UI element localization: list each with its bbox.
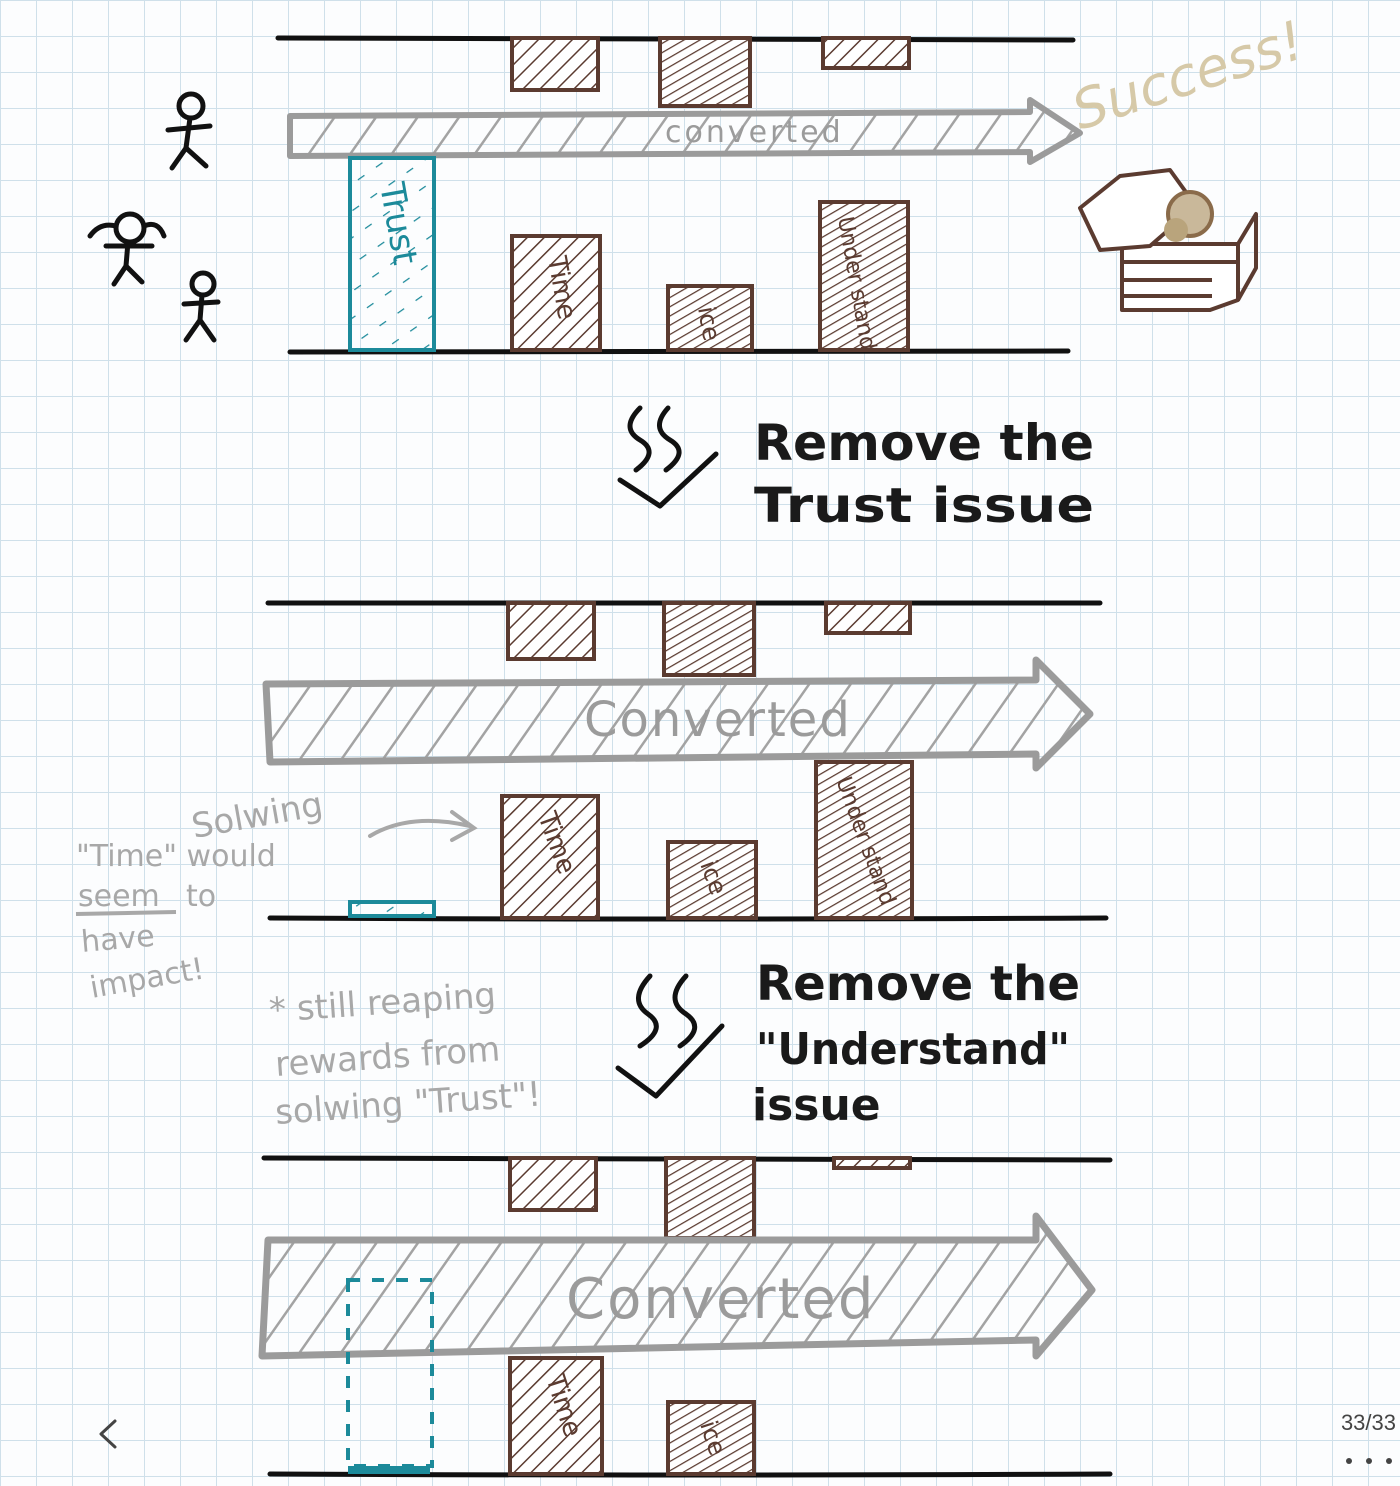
note-underline (75, 910, 177, 916)
stick-figure-icon (87, 211, 167, 287)
step-1-line-1: Remove the (754, 414, 1094, 472)
note-line-3-underlined: seem (78, 879, 160, 914)
more-horizontal-icon (1386, 1458, 1392, 1464)
page-counter: 33/33 (1340, 1410, 1396, 1435)
squiggle-arrow-icon (615, 973, 725, 1099)
more-menu-button[interactable] (1346, 1452, 1392, 1470)
pipe-label-1: converted (665, 115, 844, 150)
barrier-ice-3: ice (666, 1400, 756, 1476)
side-note-line-3: solwing "Trust"! (274, 1074, 543, 1132)
ice-label-1: ice (692, 304, 726, 343)
step-1-line-2: Trust issue (754, 478, 1094, 534)
barrier-ice-2: ice (666, 840, 758, 920)
barrier-top-3a (508, 1156, 598, 1212)
barrier-top-1a (510, 36, 600, 92)
barrier-trust: Trust (348, 156, 436, 352)
note-line-4: have (80, 919, 156, 960)
barrier-top-3b (664, 1156, 756, 1240)
barrier-ice-1: ice (666, 284, 754, 352)
step-2-line-2: "Understand" (756, 1024, 1070, 1075)
note-line-1: Solwing (189, 785, 326, 847)
side-note-line-1: * still reaping (268, 975, 497, 1031)
barrier-time-2: Time (500, 794, 600, 920)
barrier-top-2c (824, 601, 912, 635)
pipeline-arrow-3: Converted (258, 1212, 1096, 1360)
barrier-top-1c (821, 36, 911, 70)
panel-2: Converted Time ice Under stand Solwing "… (75, 600, 1109, 1006)
pipe-label-2: Converted (584, 692, 852, 748)
barrier-time-1: Time (510, 234, 602, 352)
step-1: Remove the Trust issue (617, 405, 1094, 534)
pipe-label-3: Converted (566, 1267, 875, 1332)
treasure-chest-icon (1078, 168, 1258, 312)
barrier-time-3: Time (508, 1356, 604, 1476)
stick-figure-icon (165, 91, 213, 171)
pipeline-arrow-2: Converted (262, 656, 1094, 772)
annotation-side-note: * still reaping rewards from solwing "Tr… (268, 975, 543, 1133)
stick-figure-icon (181, 270, 221, 343)
barrier-top-2a (506, 601, 596, 661)
back-button[interactable] (88, 1412, 128, 1456)
barrier-top-1b (658, 36, 752, 108)
success-text: Success! (1065, 9, 1312, 143)
chevron-left-icon (99, 1419, 117, 1449)
note-line-5: impact! (87, 951, 207, 1005)
step-2: Remove the "Understand" issue (615, 956, 1080, 1131)
more-horizontal-icon (1366, 1458, 1372, 1464)
panel-3: Converted Time ice (258, 1155, 1113, 1478)
more-horizontal-icon (1346, 1458, 1352, 1464)
barrier-top-2b (662, 601, 756, 677)
step-2-line-1: Remove the (756, 956, 1080, 1012)
note-arrow-icon (368, 810, 478, 842)
side-note-line-2: rewards from (274, 1029, 502, 1085)
squiggle-arrow-icon (617, 405, 719, 509)
barrier-understand-1: Under stand (818, 200, 910, 352)
step-2-line-3: issue (752, 1080, 881, 1131)
trust-remnant-2 (348, 900, 436, 918)
barrier-understand-2: Under stand (814, 760, 914, 920)
annotation-time-note: Solwing "Time" would seem to have impact… (75, 785, 478, 1006)
panel-1: converted Trust Time ice Under stand (87, 9, 1312, 355)
barrier-top-3c (832, 1156, 912, 1170)
trust-remnant-3 (348, 1466, 430, 1474)
note-line-3-rest: to (186, 879, 216, 914)
pipeline-arrow-1: converted (287, 97, 1083, 165)
note-line-2: "Time" would (76, 839, 276, 874)
